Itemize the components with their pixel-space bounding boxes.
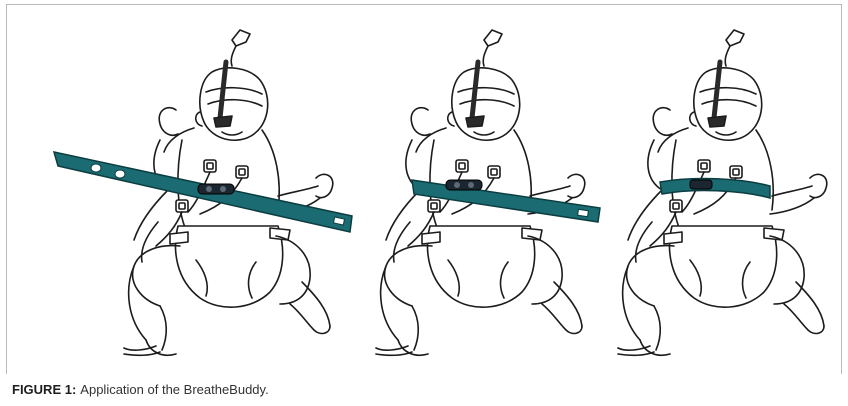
- figure-caption: FIGURE 1: Application of the BreatheBuddy…: [12, 382, 269, 397]
- figure-illustration: [0, 0, 848, 372]
- figure-caption-text: Application of the BreatheBuddy.: [80, 382, 268, 397]
- figure-label: FIGURE 1:: [12, 382, 76, 397]
- breathebuddy-band-open: [54, 152, 352, 232]
- panel-step-2: [376, 30, 600, 355]
- breathebuddy-band-fastened: [660, 179, 770, 198]
- panel-step-3: [618, 30, 827, 355]
- panel-step-1: [54, 30, 352, 355]
